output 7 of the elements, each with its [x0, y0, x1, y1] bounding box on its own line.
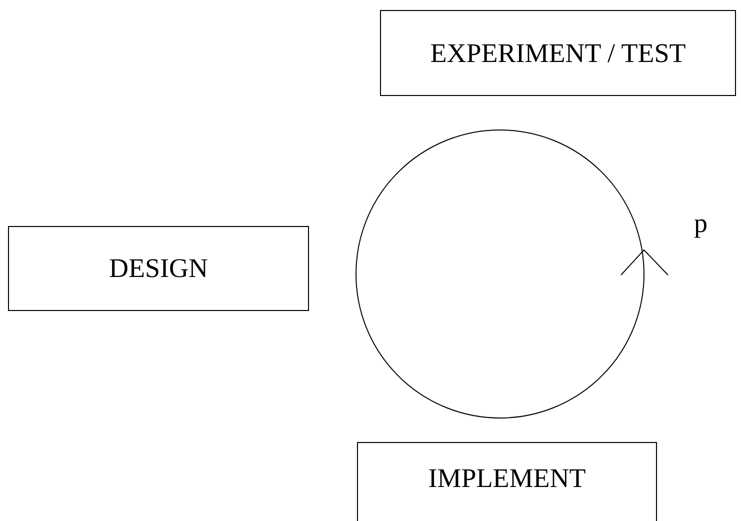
node-label: IMPLEMENT	[428, 463, 586, 494]
process-box	[380, 10, 736, 96]
process-box	[357, 442, 657, 521]
node-label: DESIGN	[109, 253, 208, 284]
point-label: p	[694, 208, 708, 239]
process-box	[8, 226, 309, 311]
node-label: EXPERIMENT / TEST	[430, 38, 686, 68]
